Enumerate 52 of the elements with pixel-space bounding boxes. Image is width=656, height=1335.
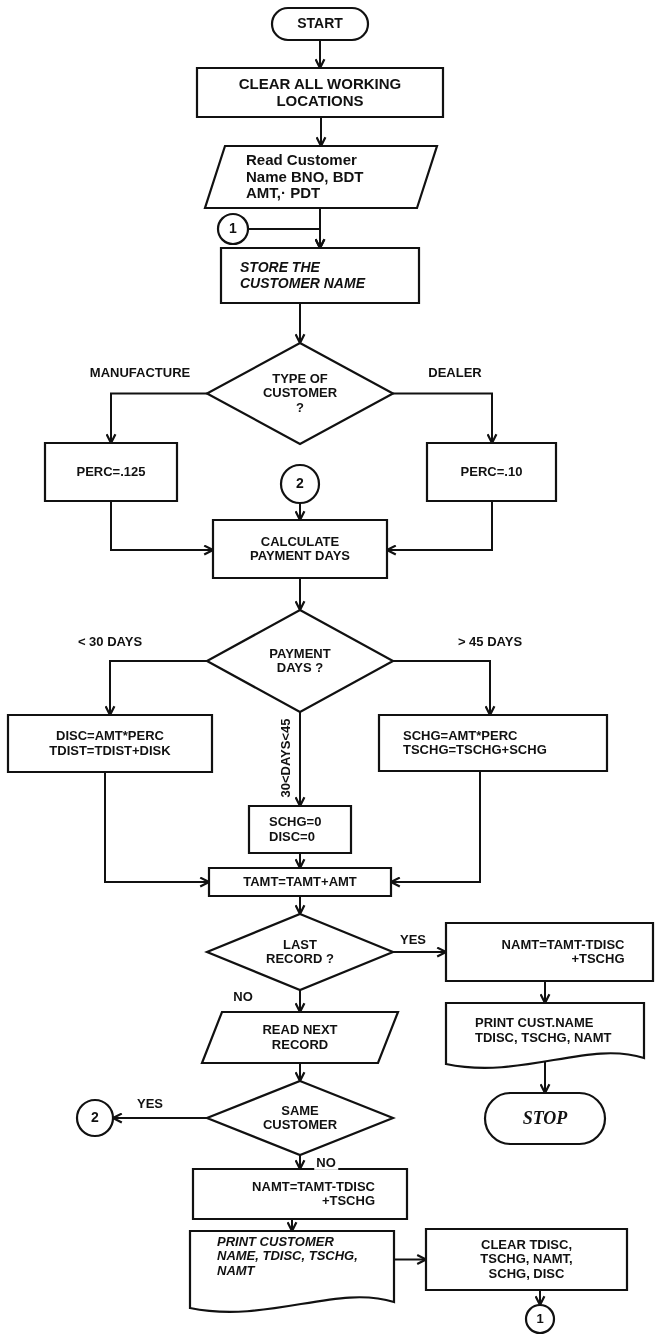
- decision-text: PAYMENT DAYS ?: [268, 646, 332, 676]
- edge-label: NO: [314, 1155, 338, 1171]
- process-text: SCHG=0 DISC=0: [269, 815, 323, 844]
- process-text: PERC=.10: [460, 464, 523, 480]
- decision-diamond: [207, 914, 393, 990]
- decision-diamond: [207, 610, 393, 712]
- connector-number: 2: [91, 1110, 99, 1126]
- process-box: [8, 715, 212, 772]
- process-text: DISC=AMT*PERC TDIST=TDIST+DISK: [48, 729, 172, 758]
- process-text: TAMT=TAMT+AMT: [243, 874, 357, 890]
- connector-number: 1: [229, 221, 237, 237]
- process-box: [197, 68, 443, 117]
- process-box: [379, 715, 607, 771]
- terminal-shape: [485, 1093, 605, 1144]
- connector-circle: [77, 1100, 113, 1136]
- process-text: NAMT=TAMT-TDISC +TSCHG: [251, 1179, 375, 1209]
- process-text: CLEAR TDISC, TSCHG, NAMT, SCHG, DISC: [479, 1238, 574, 1281]
- process-box: [426, 1229, 627, 1290]
- decision-text: SAME CUSTOMER: [261, 1103, 339, 1133]
- process-box: [446, 923, 653, 981]
- process-box: [45, 443, 177, 501]
- process-box: [193, 1169, 407, 1219]
- input-output-text: Read Customer Name BNO, BDT AMT,· PDT: [246, 152, 365, 202]
- connector-number: 2: [296, 476, 304, 492]
- arrow: [111, 1112, 208, 1124]
- terminal-label: START: [297, 16, 343, 32]
- process-text: CALCULATE PAYMENT DAYS: [249, 534, 351, 564]
- terminal-label: STOP: [522, 1108, 568, 1129]
- process-box: [213, 520, 387, 578]
- decision-text: LAST RECORD ?: [265, 937, 335, 967]
- process-text: SCHG=AMT*PERC TSCHG=TSCHG+SCHG: [403, 728, 548, 758]
- process-text: PERC=.125: [76, 464, 146, 480]
- connector-circle: [218, 214, 248, 244]
- process-box: [249, 806, 351, 853]
- input-output-text: READ NEXT RECORD: [261, 1023, 339, 1052]
- process-text: STORE THE CUSTOMER NAME: [240, 260, 367, 291]
- decision-text: TYPE OF CUSTOMER ?: [262, 372, 338, 415]
- process-box: [209, 868, 391, 896]
- process-box: [427, 443, 556, 501]
- document-text: PRINT CUST.NAME TDISC, TSCHG, NAMT: [475, 1016, 613, 1045]
- document-text: PRINT CUSTOMER NAME, TDISC, TSCHG, NAMT: [217, 1235, 359, 1278]
- process-box: [221, 248, 419, 303]
- decision-diamond: [207, 1081, 393, 1155]
- process-text: CLEAR ALL WORKING LOCATIONS: [237, 76, 403, 109]
- connector-circle: [281, 465, 319, 503]
- input-output-parallelogram: [202, 1012, 398, 1063]
- decision-diamond: [207, 343, 393, 444]
- input-output-parallelogram: [205, 146, 437, 208]
- connector-number: 1: [536, 1311, 544, 1327]
- connector-circle: [526, 1305, 554, 1333]
- process-text: NAMT=TAMT-TDISC +TSCHG: [500, 937, 625, 967]
- terminal-shape: [272, 8, 368, 40]
